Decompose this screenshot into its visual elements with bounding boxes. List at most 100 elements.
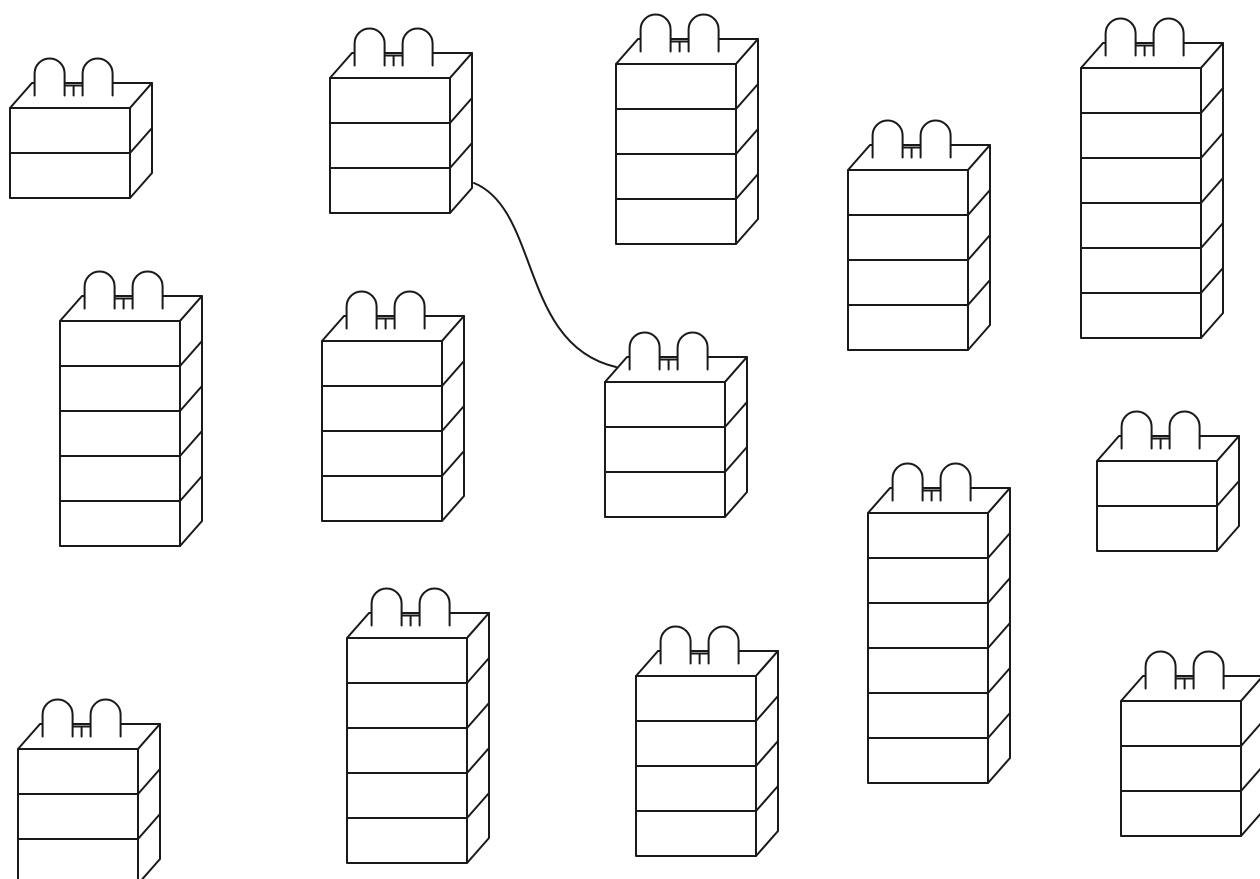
block-seam (441, 450, 465, 477)
stack-7 (321, 290, 465, 522)
block-brick (17, 748, 139, 795)
block-seam (129, 127, 153, 154)
block-brick (1120, 700, 1242, 747)
block-seam (179, 430, 203, 457)
stud (418, 587, 451, 627)
block-brick (59, 455, 181, 502)
block-seam (179, 340, 203, 367)
block-brick (867, 737, 989, 784)
block-seam (466, 747, 490, 774)
stack-11 (17, 698, 161, 879)
block-brick (59, 365, 181, 412)
stud-connector (1134, 44, 1155, 57)
stud (939, 462, 972, 502)
stud (1120, 410, 1153, 450)
block-top-face (321, 315, 465, 342)
stud-connector (63, 84, 84, 97)
block-seam (1240, 722, 1260, 747)
stud (89, 698, 122, 738)
block-seam (137, 768, 161, 795)
stud-connector (901, 146, 922, 159)
block-top-face (9, 82, 153, 109)
block-top-face (346, 612, 490, 639)
block-seam (755, 785, 779, 812)
block-brick (1120, 745, 1242, 792)
stud (81, 57, 114, 97)
block-seam (987, 577, 1011, 604)
block-seam (466, 657, 490, 684)
block-brick (1096, 505, 1218, 552)
stud-connector (400, 614, 421, 627)
block-seam (1200, 132, 1224, 159)
block-seam (735, 83, 759, 110)
block-brick (1080, 112, 1202, 159)
block-top-face (615, 38, 759, 65)
stud-connector (689, 652, 710, 665)
connector-curve (473, 182, 617, 368)
block-seam (137, 813, 161, 840)
block-brick (9, 107, 131, 154)
block-seam (179, 475, 203, 502)
stud-connector (1150, 437, 1171, 450)
block-brick (1120, 790, 1242, 837)
block-brick (321, 475, 443, 522)
stud (659, 625, 692, 665)
stud-connector (658, 358, 679, 371)
stud-connector (1174, 677, 1195, 690)
block-seam (1200, 267, 1224, 294)
block-top-face (604, 356, 748, 383)
stud (687, 13, 720, 53)
stud-connector (669, 40, 690, 53)
block-brick (321, 385, 443, 432)
block-brick (59, 500, 181, 547)
block-seam (1216, 480, 1240, 507)
stack-3 (615, 13, 759, 245)
block-brick (867, 512, 989, 559)
block-top-face (59, 295, 203, 322)
stack-9 (1096, 410, 1240, 552)
block-seam (179, 385, 203, 412)
block-top-face (867, 487, 1011, 514)
block-brick (615, 153, 737, 200)
block-brick (9, 152, 131, 199)
block-side-face (137, 723, 161, 879)
block-brick (329, 77, 451, 124)
block-brick (59, 410, 181, 457)
block-brick (346, 727, 468, 774)
stud (41, 698, 74, 738)
stack-6 (59, 270, 203, 547)
block-brick (17, 793, 139, 840)
stud (707, 625, 740, 665)
block-brick (59, 320, 181, 367)
stud (639, 13, 672, 53)
block-seam (755, 740, 779, 767)
stud (676, 331, 709, 371)
block-brick (615, 108, 737, 155)
stud (345, 290, 378, 330)
block-seam (987, 712, 1011, 739)
block-brick (1096, 460, 1218, 507)
block-seam (441, 360, 465, 387)
block-seam (967, 279, 991, 306)
block-top-face (635, 650, 779, 677)
block-seam (967, 234, 991, 261)
stack-5 (1080, 17, 1224, 339)
stud (1152, 17, 1185, 57)
block-brick (867, 647, 989, 694)
block-brick (346, 637, 468, 684)
block-brick (1080, 157, 1202, 204)
stack-14 (1120, 650, 1260, 837)
stud (891, 462, 924, 502)
block-seam (987, 532, 1011, 559)
block-seam (724, 446, 748, 473)
block-brick (847, 304, 969, 351)
block-top-face (1120, 675, 1260, 702)
block-brick (635, 675, 757, 722)
block-top-face (17, 723, 161, 750)
block-top-face (1096, 435, 1240, 462)
block-brick (847, 214, 969, 261)
stud-connector (71, 725, 92, 738)
block-brick (615, 198, 737, 245)
stud (1192, 650, 1225, 690)
block-seam (735, 128, 759, 155)
